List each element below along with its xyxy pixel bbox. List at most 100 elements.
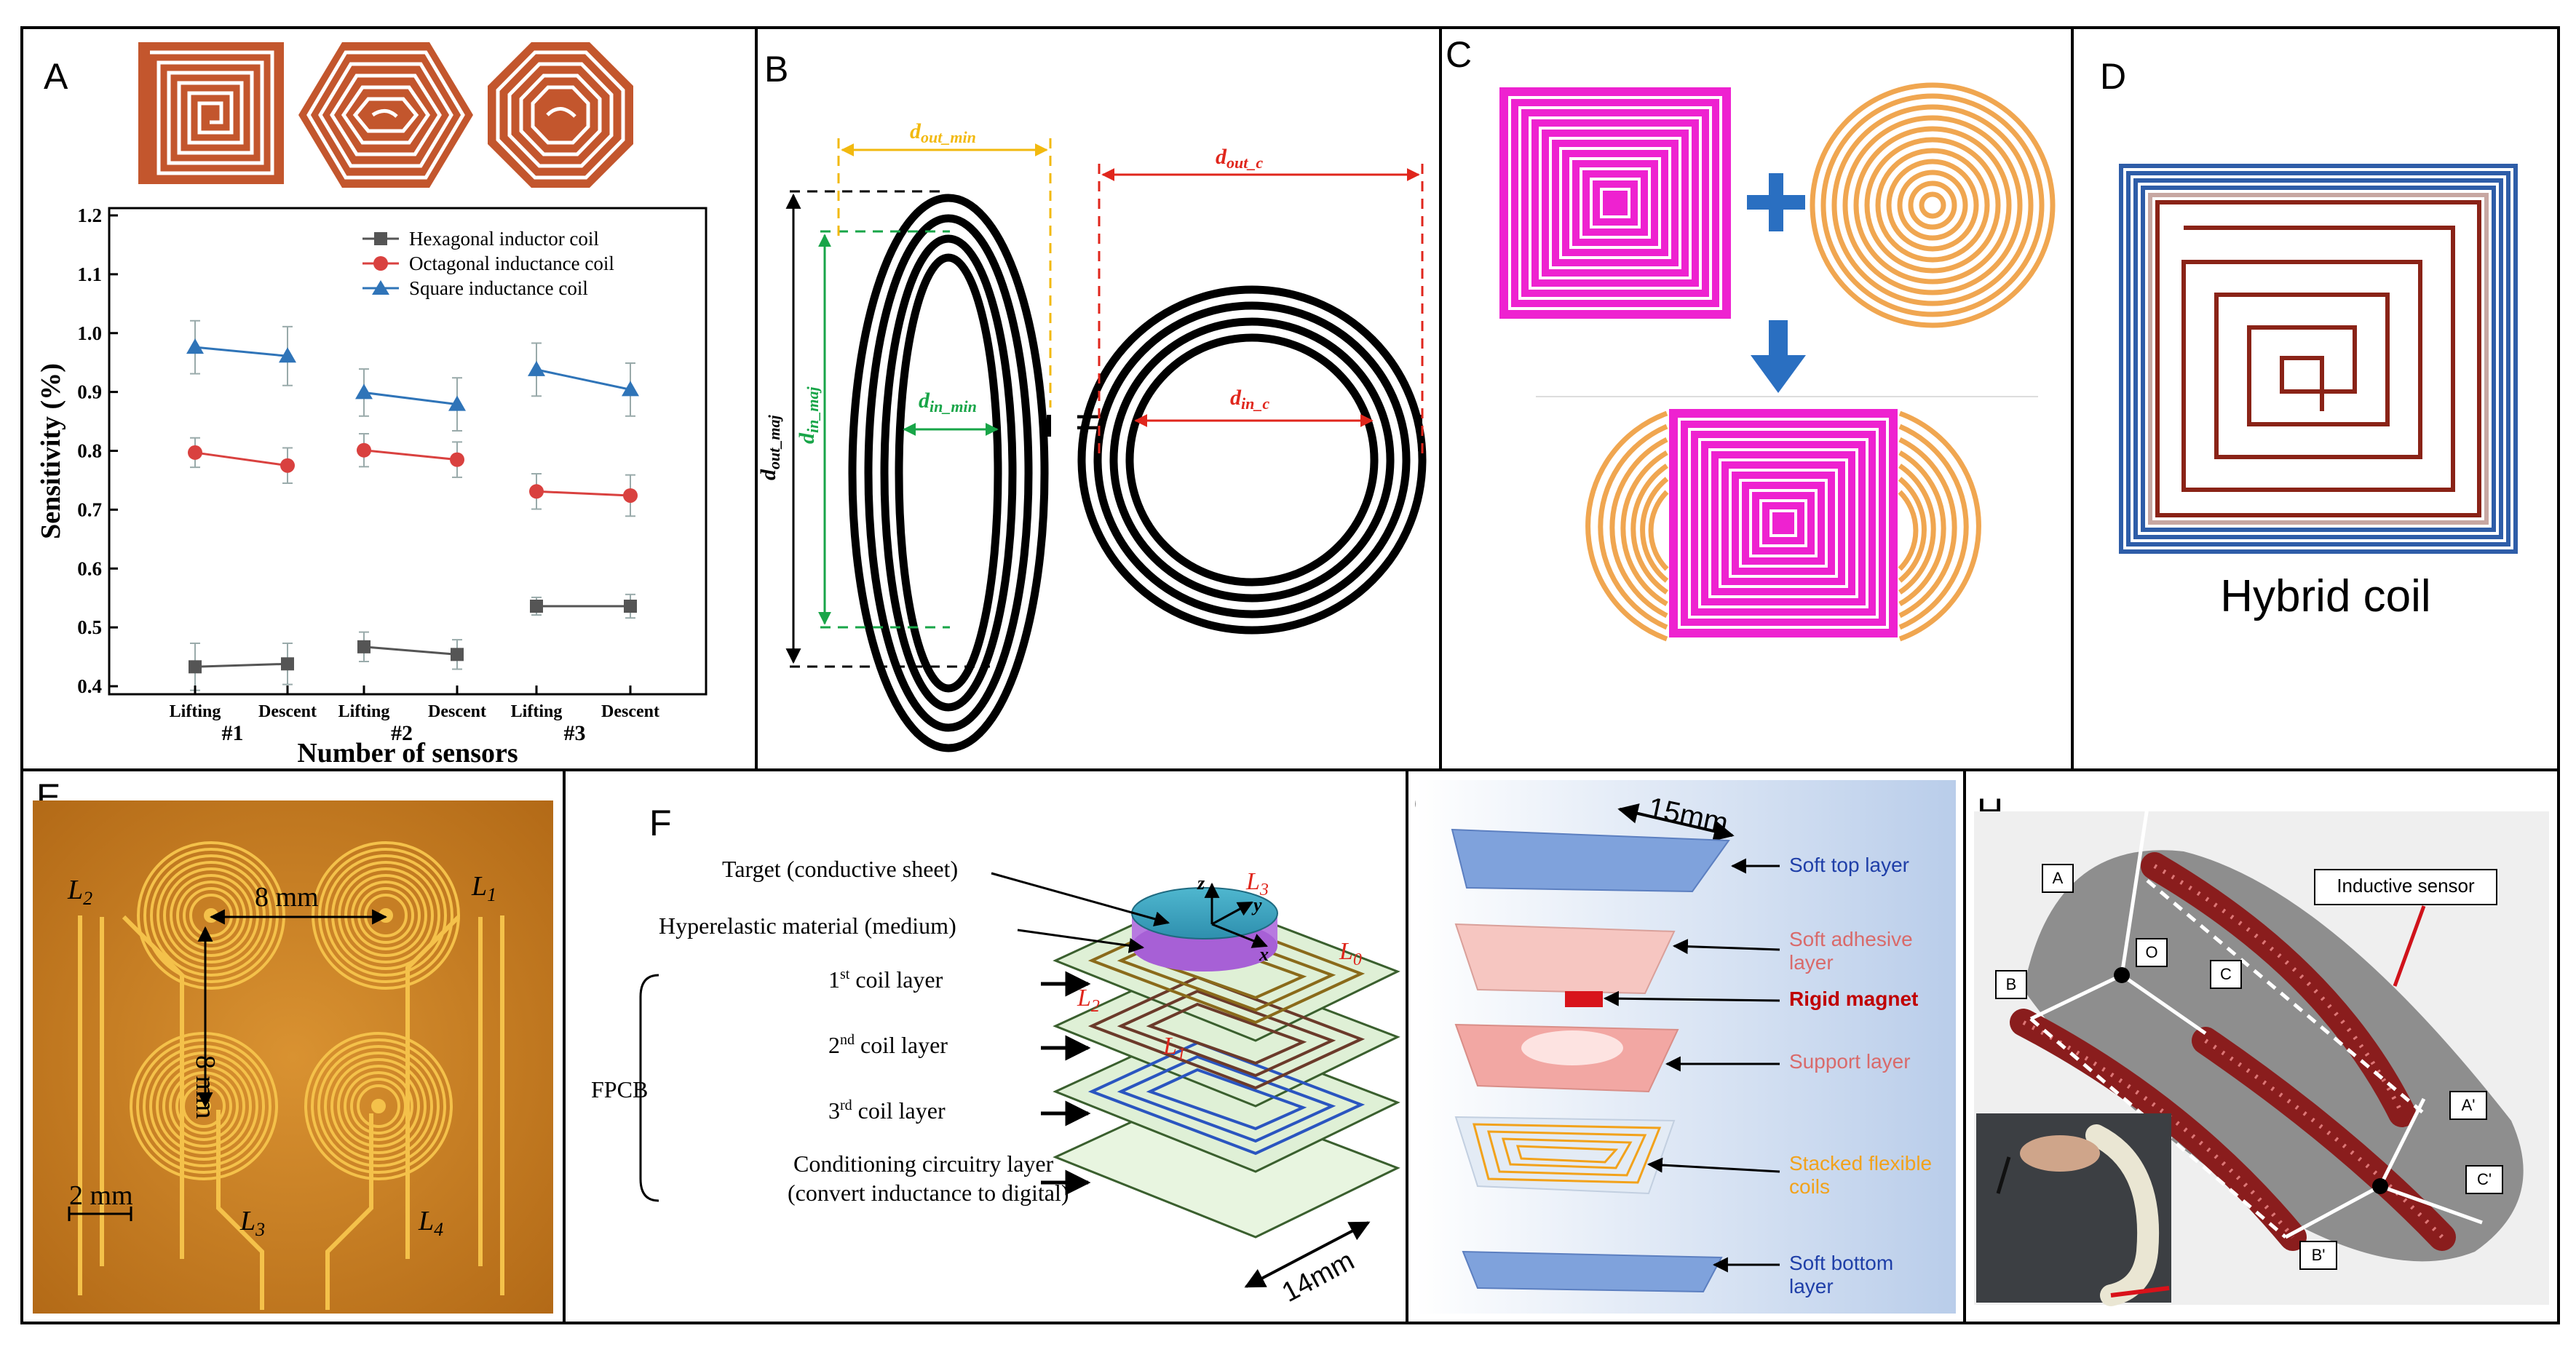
legend-marker-hex xyxy=(374,232,387,245)
pcb-coil-turn xyxy=(311,1038,446,1174)
panel-h: A B C O A' C' B' Inductive sensor xyxy=(1974,807,2549,1306)
axis-x: x xyxy=(1259,944,1269,965)
center-point-o-prime xyxy=(2372,1178,2388,1194)
hybrid-coil-caption: Hybrid coil xyxy=(2220,571,2430,621)
pcb-coil-turn xyxy=(304,1032,453,1180)
pcb-coil-turn xyxy=(330,1058,427,1154)
data-point xyxy=(279,347,296,363)
dim-out-min: dout_min xyxy=(837,119,1052,408)
geometry-lines-h xyxy=(2029,807,2483,1239)
data-point xyxy=(357,640,370,653)
point-a-prime: A' xyxy=(2462,1096,2476,1114)
stack-layer-label: Support layer xyxy=(1789,1050,1911,1073)
soft-top-layer xyxy=(1451,828,1730,893)
data-point xyxy=(189,660,202,674)
y-axis-title: Sensitivity (%) xyxy=(36,363,66,539)
data-point xyxy=(448,395,466,411)
center-point-o xyxy=(2114,967,2130,983)
label-l3: L3 xyxy=(239,1206,265,1240)
panel-label-b: B xyxy=(764,49,788,90)
dim-in-min: din_min xyxy=(903,389,999,436)
axis-z: z xyxy=(1197,873,1205,894)
point-b: B xyxy=(2006,975,2017,993)
panel-f: z y x L3 L0 L2 L1 Target (conductive she… xyxy=(591,856,1400,1308)
data-point xyxy=(357,442,371,458)
y-tick-label: 0.8 xyxy=(77,440,102,462)
support-layer xyxy=(1454,1023,1679,1093)
label-coil-1: 1st coil layer xyxy=(828,966,943,993)
x-tick-label: Descent xyxy=(428,702,486,721)
dim-in-c: din_c xyxy=(1134,386,1374,427)
pcb-dimensions xyxy=(68,909,388,1221)
x-tick-label: Descent xyxy=(601,702,659,721)
x-group-label: #3 xyxy=(564,721,586,745)
data-point xyxy=(623,488,638,503)
circular-coil-orange xyxy=(1810,82,2056,328)
series-line-segment xyxy=(363,449,458,461)
data-point xyxy=(451,648,464,661)
data-point xyxy=(280,458,295,473)
point-a: A xyxy=(2053,869,2064,887)
data-point xyxy=(624,600,637,613)
series-line-segment xyxy=(194,451,288,467)
legend-label-sq: Square inductance coil xyxy=(409,277,588,299)
label-d-in-c: din_c xyxy=(1230,386,1269,413)
pcb-coil-turn xyxy=(357,1084,400,1128)
y-tick-label: 1.0 xyxy=(77,322,102,344)
label-d-out-min: dout_min xyxy=(910,119,976,146)
data-point xyxy=(530,600,543,613)
sensitivity-chart: 0.40.50.60.70.80.91.01.11.2 Hexagonal in… xyxy=(36,204,708,768)
y-tick-label: 0.5 xyxy=(77,616,102,638)
y-tick-label: 0.9 xyxy=(77,381,102,403)
stack-layer-label: coils xyxy=(1789,1175,1830,1198)
coil-shape-square xyxy=(138,42,284,184)
sensor-pointer xyxy=(2393,905,2426,987)
pcb-traces xyxy=(78,915,504,1310)
point-b-prime: B' xyxy=(2312,1246,2326,1264)
panel-label-a: A xyxy=(44,56,68,97)
label-f-l3: L3 xyxy=(1245,868,1269,899)
data-point xyxy=(188,445,202,460)
stack-layer-label: Soft adhesive xyxy=(1789,928,1913,950)
stack-layers xyxy=(1451,828,1730,1293)
coil-shape-octagon xyxy=(488,42,633,188)
point-labels: A B C O A' C' B' Inductive sensor xyxy=(2006,869,2492,1264)
label-f-l0: L0 xyxy=(1339,938,1362,969)
stacked-flexible-coils xyxy=(1454,1116,1676,1195)
label-d-out-maj: dout_maj xyxy=(756,415,783,480)
coil-shape-hexagon xyxy=(298,42,473,188)
label-dist-vertical: 8 mm xyxy=(190,1055,221,1119)
dim-in-maj: din_maj xyxy=(795,230,950,629)
x-group-label: #2 xyxy=(391,721,413,745)
pcb-coil-turn xyxy=(317,1045,440,1167)
equals-sign: = xyxy=(1075,397,1101,446)
panel-label-c: C xyxy=(1446,34,1472,75)
arrow-down-icon xyxy=(1751,320,1806,393)
label-conditioning: Conditioning circuitry layer xyxy=(793,1151,1054,1177)
point-c-prime: C' xyxy=(2477,1170,2492,1188)
series-line-segment xyxy=(536,490,631,497)
panel-e: 8 mm 8 mm 2 mm L2 L1 L3 L4 xyxy=(33,800,553,1314)
series-markers xyxy=(186,338,639,674)
label-hyperelastic: Hyperelastic material (medium) xyxy=(659,913,956,939)
dim-out-maj: dout_maj xyxy=(756,190,990,668)
label-target: Target (conductive sheet) xyxy=(722,856,958,882)
panel-b: = dout_maj din_maj dout_min din_min xyxy=(756,119,1427,752)
point-label-boxes xyxy=(1995,864,2503,1270)
x-tick-label: Descent xyxy=(258,702,317,721)
label-coil-2: 2nd coil layer xyxy=(828,1032,948,1058)
pcb-coil-pad xyxy=(379,908,393,923)
data-point xyxy=(186,338,204,354)
label-l2: L2 xyxy=(67,875,92,909)
panel-a: 0.40.50.60.70.80.91.01.11.2 Hexagonal in… xyxy=(36,42,708,768)
panel-c xyxy=(1499,82,2056,642)
rigid-magnet xyxy=(1565,991,1603,1007)
panel-d: Hybrid coil xyxy=(2119,164,2518,621)
x-axis-title: Number of sensors xyxy=(297,738,518,768)
combined-coil xyxy=(1585,409,1981,642)
point-o: O xyxy=(2145,943,2157,961)
y-axis-ticks: 0.40.50.60.70.80.91.01.11.2 xyxy=(77,204,118,697)
square-coil-magenta xyxy=(1499,87,1731,319)
